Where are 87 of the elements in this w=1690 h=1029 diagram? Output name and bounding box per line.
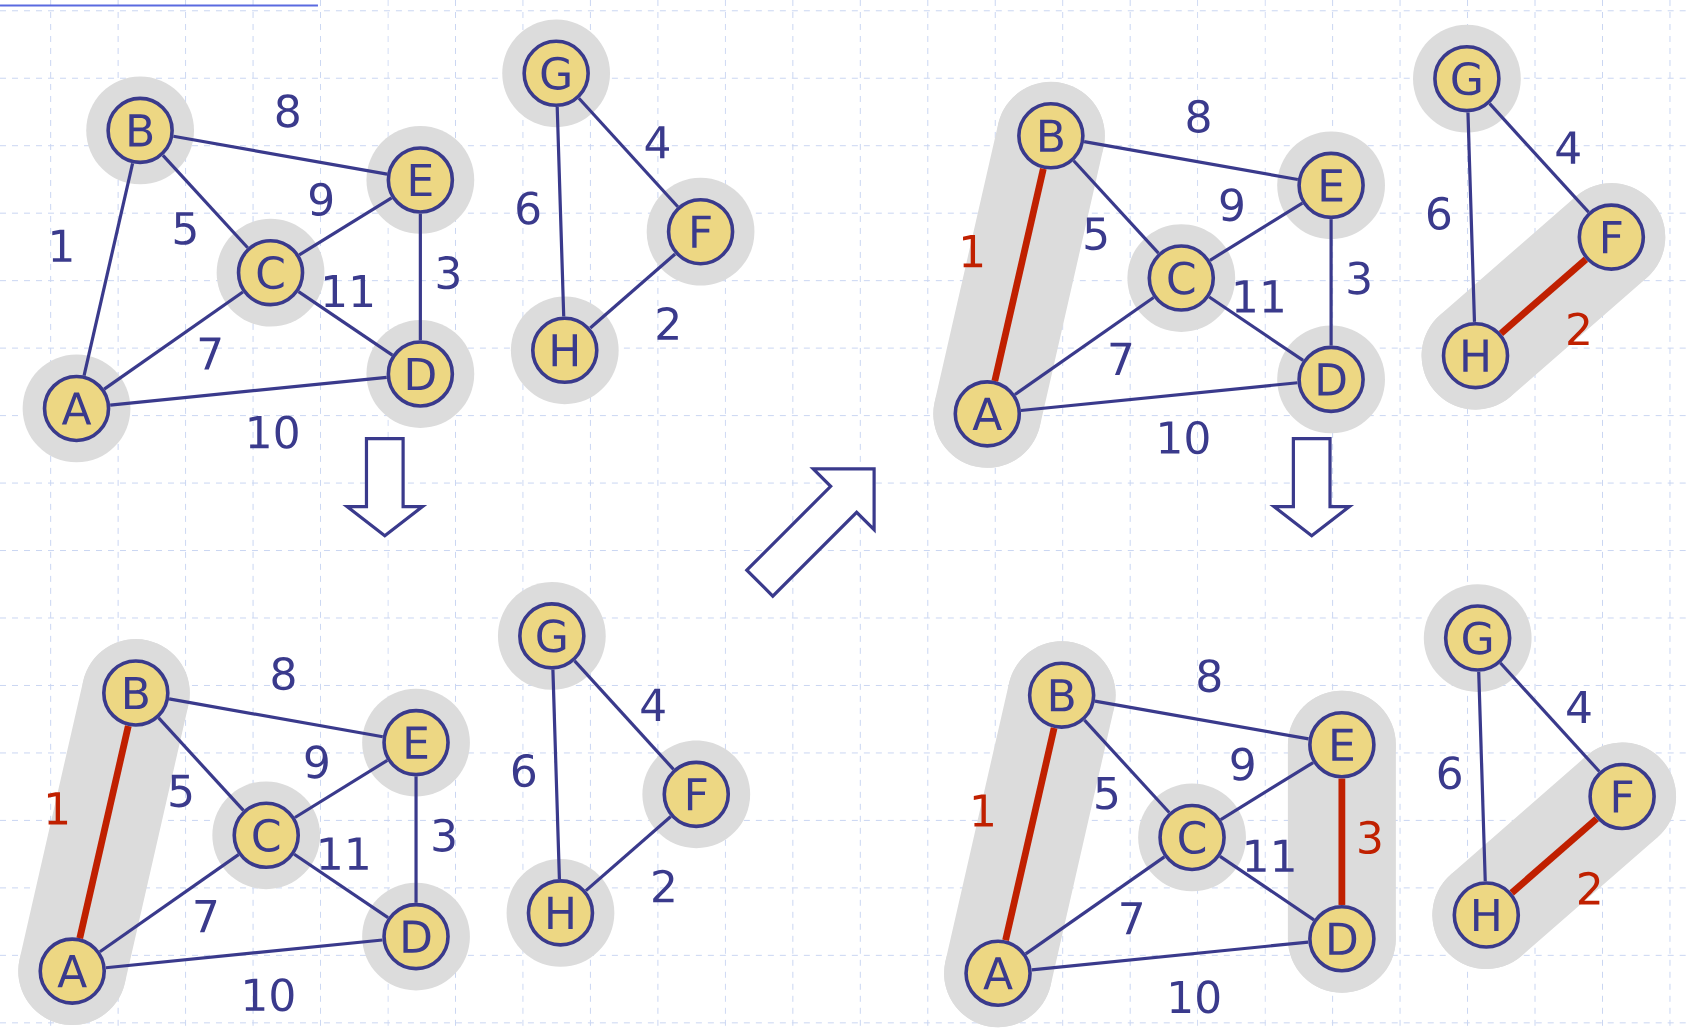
graph-edge	[110, 375, 387, 407]
edge-weight: 10	[245, 978, 294, 1012]
edge-weight: 9	[305, 745, 328, 779]
graph-edge	[1498, 256, 1589, 336]
edge-weight: 10	[249, 415, 298, 449]
edge-weight: 6	[512, 753, 536, 788]
edge-weight: 4	[641, 688, 665, 721]
graph-edge	[168, 697, 384, 739]
graph-edge	[298, 196, 393, 257]
graph-edge	[577, 97, 679, 208]
edge-weight: 9	[1220, 188, 1243, 222]
graph-edge	[161, 154, 249, 249]
graph-edge	[551, 669, 561, 880]
graph-edge	[555, 106, 566, 317]
edge-weight: 4	[1556, 131, 1580, 164]
graph-edge	[1219, 854, 1315, 921]
graph-edge	[1509, 816, 1599, 896]
edge-weight: 11	[320, 837, 368, 870]
graph-edge	[1477, 671, 1487, 882]
edge-weight: 5	[174, 212, 196, 245]
edge-weight: 7	[195, 899, 217, 932]
graph-edge	[584, 815, 672, 892]
graph-edge	[1329, 219, 1333, 346]
edge-weight: 8	[276, 94, 299, 128]
graph-edge	[991, 167, 1047, 382]
graph-edge	[1014, 296, 1155, 396]
graph-edge	[414, 776, 418, 903]
edge-weight: 5	[1085, 217, 1107, 251]
graph-edge	[103, 290, 244, 391]
graph-edge	[1499, 661, 1601, 773]
edge-weight: 6	[1427, 196, 1451, 230]
graph-edge	[418, 213, 422, 341]
graph-edge	[1002, 727, 1058, 941]
graph-edge	[1083, 718, 1171, 814]
edge-weight: 1	[47, 792, 68, 825]
edge-weight: 2	[653, 869, 674, 903]
graph-edge	[294, 758, 389, 819]
edge-weight: 9	[1231, 747, 1254, 781]
edge-weight: 11	[1235, 280, 1283, 313]
graph-edge	[573, 659, 675, 771]
edge-weight: 5	[1096, 776, 1118, 810]
edge-weight: 3	[437, 255, 459, 290]
edge-weight: 8	[1187, 99, 1210, 133]
graph-edge	[1094, 699, 1309, 741]
graph-edge	[1466, 112, 1477, 322]
edge-weight: 3	[1359, 820, 1381, 854]
edge-weight: 5	[170, 774, 192, 808]
graph-edge	[1031, 940, 1309, 972]
edge-weight: 7	[1121, 902, 1142, 935]
graph-edge	[1208, 295, 1304, 362]
edge-weight: 1	[963, 234, 983, 267]
graph-edge	[1072, 159, 1160, 255]
graph-edge	[1219, 761, 1314, 821]
edge-weight: 10	[1160, 420, 1209, 455]
edge-weight: 8	[1198, 659, 1221, 693]
edge-weight: 3	[1348, 261, 1370, 295]
edge-weight: 6	[1438, 756, 1461, 790]
edge-weight: 1	[973, 794, 993, 827]
edge-weight: 4	[1567, 690, 1591, 723]
graph-edge	[589, 252, 677, 330]
graph-edge	[157, 716, 245, 812]
edge-weight: 11	[325, 274, 373, 307]
graph-edge	[1083, 139, 1299, 181]
edge-weight: 1	[52, 229, 72, 262]
graph-edge	[105, 938, 383, 970]
graph-edge	[1024, 855, 1166, 956]
edge-weight: 11	[1246, 839, 1294, 872]
edge-weight: 2	[657, 306, 678, 340]
graph-edge	[293, 852, 389, 919]
edge-weight: 7	[199, 337, 221, 370]
graph-edge	[1209, 201, 1304, 262]
edge-weight: 3	[433, 818, 455, 852]
edge-weight: 8	[272, 656, 295, 691]
edge-weight: 9	[309, 182, 333, 216]
graph-edge	[1020, 381, 1298, 412]
graph-edge	[1488, 102, 1590, 214]
graph-edge	[173, 134, 388, 176]
graph-edge	[99, 853, 240, 953]
edge-weight: 2	[1579, 871, 1600, 905]
graph-edge	[297, 290, 394, 357]
edge-weight: 2	[1568, 312, 1589, 345]
graph-edge	[76, 725, 132, 939]
graph-edge	[82, 162, 135, 376]
edge-weight: 6	[517, 191, 540, 225]
edge-weight: 7	[1110, 342, 1132, 375]
edge-weight: 10	[1171, 980, 1220, 1014]
edge-weight: 4	[645, 126, 669, 159]
